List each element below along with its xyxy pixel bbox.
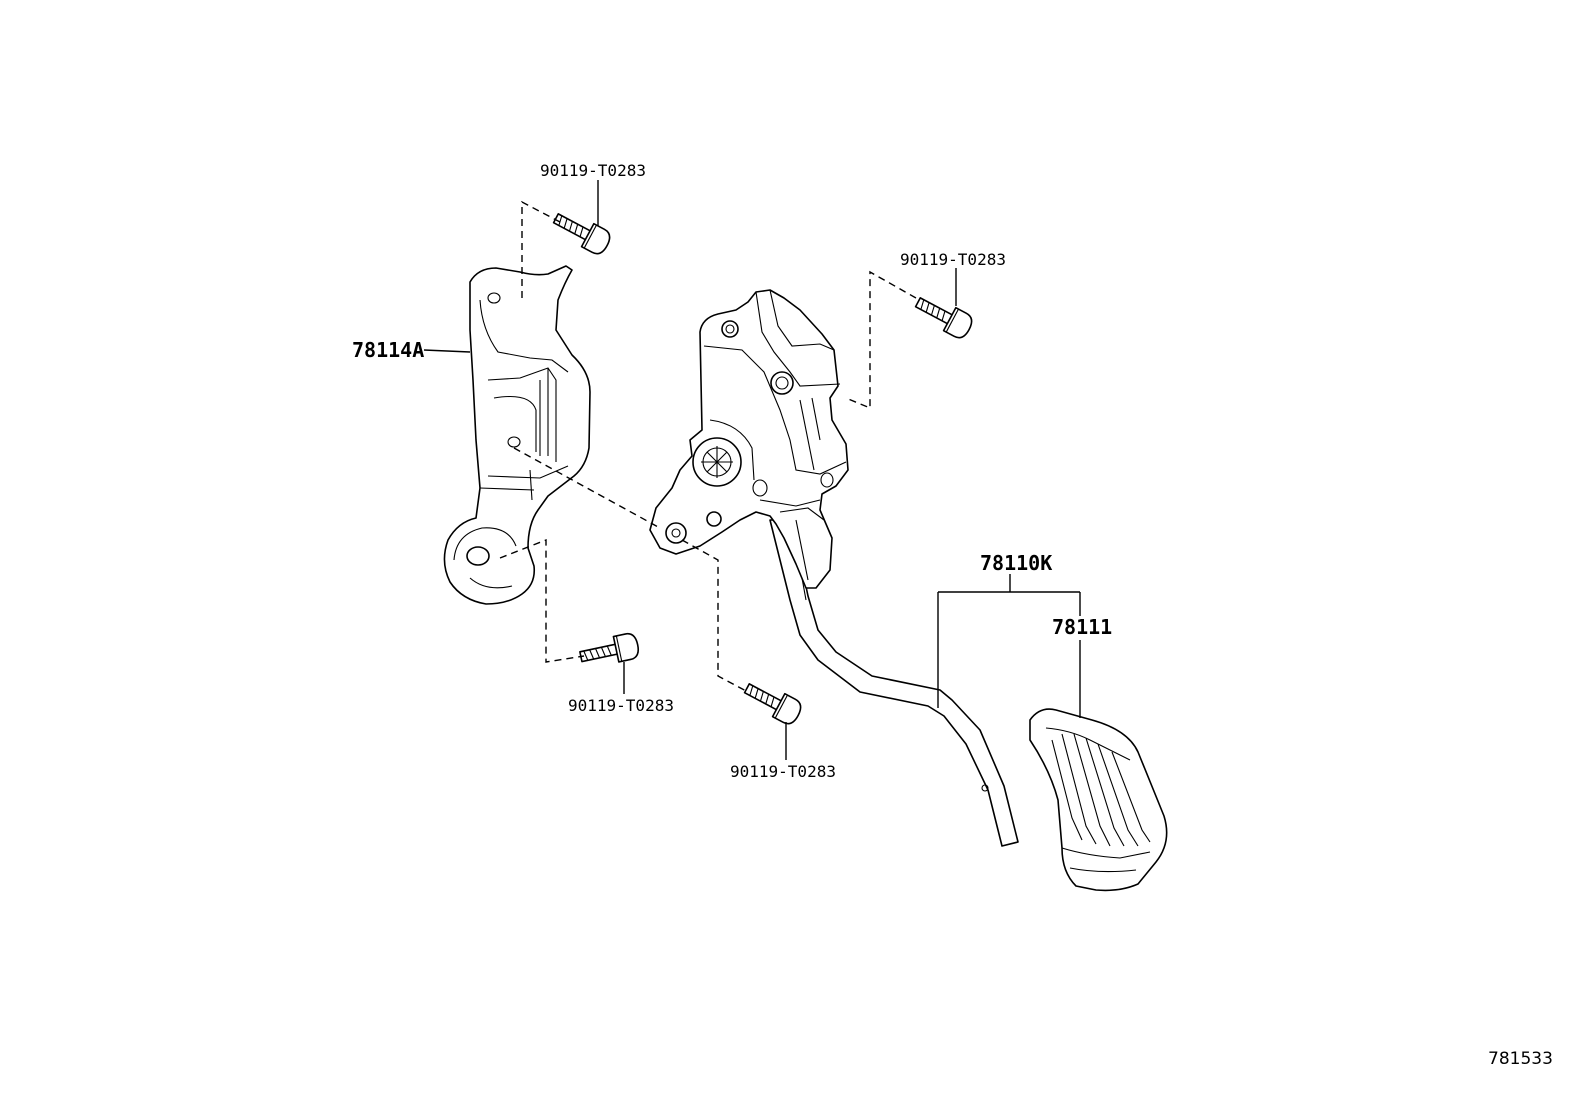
assembly-line-right xyxy=(845,270,917,410)
label-bolt-bottom-left: 90119-T0283 xyxy=(568,696,674,715)
assembly-line-bottom-left xyxy=(499,538,585,663)
label-bolt-top: 90119-T0283 xyxy=(540,161,646,180)
assembly-line-bottom-center xyxy=(681,539,749,693)
assembly-line-top xyxy=(521,200,561,298)
label-pedal-assy: 78110K xyxy=(980,551,1052,575)
label-pedal-pad: 78111 xyxy=(1052,615,1112,639)
label-bolt-right: 90119-T0283 xyxy=(900,250,1006,269)
assembly-line-center xyxy=(513,447,661,529)
bolt-right[interactable] xyxy=(912,291,975,341)
bolt-top[interactable] xyxy=(550,207,613,257)
label-bolt-bottom-center: 90119-T0283 xyxy=(730,762,836,781)
accelerator-pedal-assy-78110k[interactable] xyxy=(649,289,1019,847)
leader-bracket xyxy=(423,349,471,353)
bolt-bottom-left[interactable] xyxy=(578,632,640,669)
leader-pedal-assy xyxy=(937,574,1081,708)
bracket-78114a[interactable] xyxy=(443,265,591,605)
label-bracket: 78114A xyxy=(352,338,424,362)
pedal-pad-78111[interactable] xyxy=(1029,708,1168,892)
bolt-bottom-center[interactable] xyxy=(741,677,804,727)
figure-number: 781533 xyxy=(1488,1049,1553,1069)
